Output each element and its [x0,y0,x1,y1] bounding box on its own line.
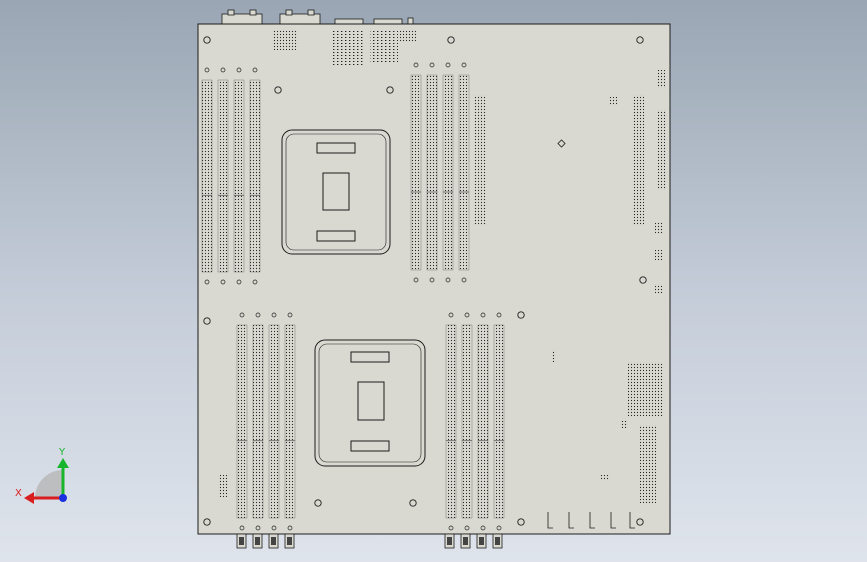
mounting-hole [517,311,525,319]
socket-1-latch-top [316,142,356,154]
mounting-hole [274,86,282,94]
cpu1-right-dimm-slot-2 [426,62,438,283]
edge-connector [476,533,487,549]
edge-connector [284,533,295,549]
mounting-hole [386,86,394,94]
dimm-slot-banks [201,62,505,531]
socket-2-core [357,381,385,421]
mounting-hole [636,36,644,44]
socket-1-core [322,172,350,211]
cpu2-right-dimm-slot-4 [493,312,505,531]
triad-shaded-quadrant [35,470,63,498]
coordinate-triad: Y X [15,447,69,504]
cpu-socket-2[interactable] [314,339,426,467]
cpu2-left-dimm-slot-2 [252,312,264,531]
cpu2-left-dimm-slot-3 [268,312,280,531]
socket-2-latch-top [350,351,390,363]
mounting-holes [203,36,647,526]
socket-1-latch-bottom [316,230,356,242]
component-headers [218,30,667,529]
cpu2-right-dimm-slot-3 [477,312,489,531]
edge-connector [236,533,247,549]
edge-connector [460,533,471,549]
cpu1-right-dimm-slot-1 [410,62,422,283]
mounting-hole [517,518,525,526]
x-axis-label: X [15,488,22,499]
cpu2-left-dimm-slot-1 [236,312,248,531]
cpu1-left-dimm-slot-2 [217,67,229,285]
bottom-edge-connectors [236,533,503,549]
edge-connector [444,533,455,549]
mounting-hole [409,499,417,507]
mounting-hole [636,518,644,526]
mounting-hole [447,36,455,44]
mounting-hole [203,317,211,325]
cpu1-left-dimm-slot-3 [233,67,245,285]
cpu1-left-dimm-slot-1 [201,67,213,285]
edge-connector [268,533,279,549]
mounting-hole [203,518,211,526]
z-axis-dot [59,494,67,502]
cpu2-left-dimm-slot-4 [284,312,296,531]
vga-connector-1 [221,13,263,25]
cpu-socket-1[interactable] [281,129,391,255]
cpu2-right-dimm-slot-2 [461,312,473,531]
socket-2-latch-bottom [350,440,390,452]
lan-connector-2 [373,18,403,25]
rear-io-connectors [221,9,414,25]
cpu1-right-dimm-slot-3 [442,62,454,283]
cpu2-right-dimm-slot-1 [445,312,457,531]
edge-connector [252,533,263,549]
mounting-hole [314,499,322,507]
y-axis-label: Y [58,447,66,458]
vga-connector-2 [279,13,321,25]
edge-connector [492,533,503,549]
cpu1-right-dimm-slot-4 [458,62,470,283]
cpu1-left-dimm-slot-4 [249,67,261,285]
mounting-hole [203,36,211,44]
lan-connector-1 [334,18,364,25]
mounting-hole [639,276,647,284]
